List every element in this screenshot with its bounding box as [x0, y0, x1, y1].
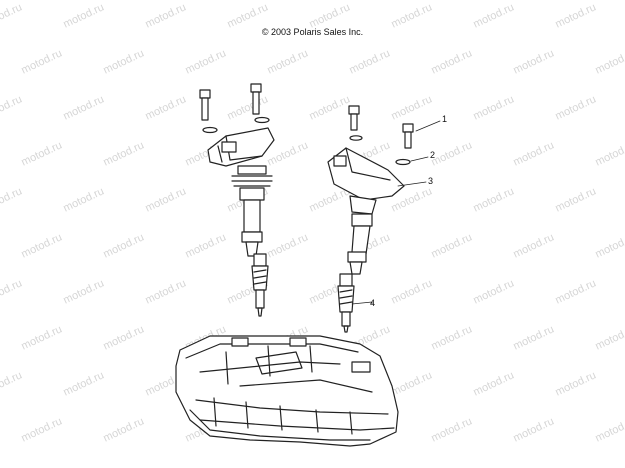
leader-line-4	[351, 301, 373, 305]
right-washer-a	[349, 135, 363, 141]
leader-line-1	[415, 120, 441, 132]
copyright-text: © 2003 Polaris Sales Inc.	[261, 27, 364, 37]
left-bolt-a	[199, 89, 211, 121]
valve-cover	[175, 335, 399, 447]
left-washer-b	[254, 116, 270, 124]
right-bolt-a	[348, 105, 360, 131]
callout-2: 2	[430, 150, 436, 160]
callout-1: 1	[442, 114, 448, 124]
leader-line-2	[410, 156, 429, 162]
left-washer-a	[202, 126, 218, 134]
callout-4: 4	[370, 298, 376, 308]
left-bolt-b	[250, 83, 262, 115]
left-spark-plug	[251, 253, 269, 317]
leader-lines	[351, 120, 441, 305]
leader-line-3	[397, 181, 427, 187]
right-spark-plug	[337, 273, 355, 333]
left-ignition-coil	[207, 127, 275, 257]
right-washer-b	[395, 158, 411, 166]
right-ignition-coil	[327, 147, 405, 275]
right-bolt-b	[402, 123, 414, 149]
callout-3: 3	[428, 176, 434, 186]
